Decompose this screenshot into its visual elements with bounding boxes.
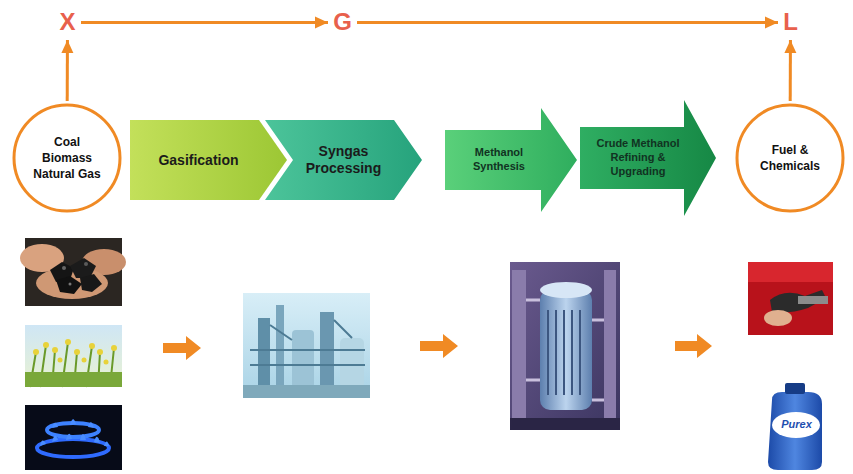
gasification-plant-photo <box>243 293 370 398</box>
process-chevron: Syngas Processing <box>265 120 422 200</box>
fuel-pump-photo <box>748 262 833 335</box>
stage-letter-text: X <box>59 9 75 35</box>
brand-label: Purex <box>768 418 825 430</box>
feedstock-circle: CoalBiomassNatural Gas <box>12 103 122 213</box>
node-label: Fuel & Chemicals <box>749 142 831 174</box>
stage-letter: L <box>780 7 801 38</box>
coal-photo <box>20 238 126 306</box>
flow-arrow <box>357 21 778 24</box>
node-label: Syngas Processing <box>295 143 392 177</box>
stage-letter-text: L <box>783 9 798 35</box>
node-label: Natural Gas <box>33 166 100 182</box>
node-label: Gasification <box>158 152 238 169</box>
biomass-photo <box>25 325 122 387</box>
node-label: Methanol Synthesis <box>451 146 547 174</box>
node-text-area: Gasification <box>140 126 257 194</box>
node-label: Biomass <box>42 150 92 166</box>
methanol-reactor-photo <box>510 262 620 430</box>
stage-letter: G <box>330 7 355 38</box>
product-circle: Fuel & Chemicals <box>735 103 845 213</box>
stage-letter-text: G <box>333 9 352 35</box>
node-outline <box>735 103 845 213</box>
flow-arrow <box>81 21 328 24</box>
gas-flame-photo <box>25 405 122 470</box>
node-text-area: L <box>780 7 801 38</box>
node-label: Crude Methanol Refining & Upgrading <box>586 137 690 178</box>
node-text-area: Methanol Synthesis <box>451 133 547 187</box>
node-text-area: G <box>330 7 355 38</box>
node-label: Coal <box>54 134 80 150</box>
flow-arrow <box>789 40 792 101</box>
process-arrow-block: Crude Methanol Refining & Upgrading <box>580 100 716 216</box>
node-text-area: X <box>56 7 79 38</box>
node-text-area: Syngas Processing <box>295 126 392 194</box>
stage-letter: X <box>56 7 79 38</box>
flow-arrow <box>66 40 69 101</box>
node-text-area: Fuel & Chemicals <box>749 121 831 195</box>
process-chevron: Gasification <box>130 120 287 200</box>
process-arrow-block: Methanol Synthesis <box>445 108 577 212</box>
node-text-area: Crude Methanol Refining & Upgrading <box>586 130 690 186</box>
node-text-area: CoalBiomassNatural Gas <box>26 121 108 195</box>
